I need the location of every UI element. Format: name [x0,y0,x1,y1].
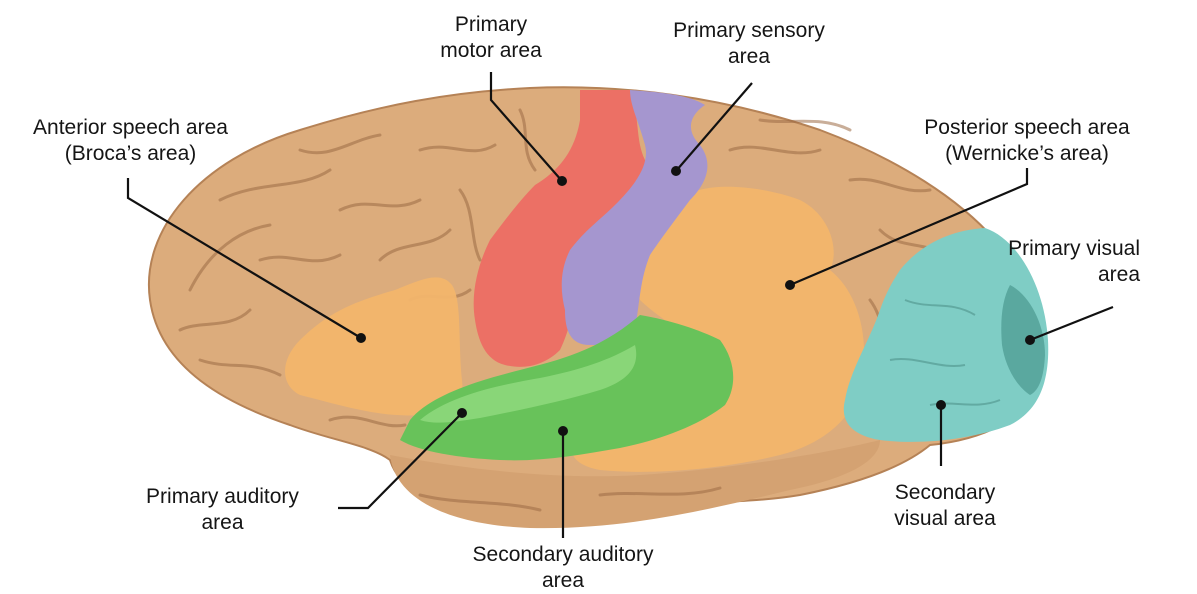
label-primary-sensory-line1: Primary sensory [644,18,854,44]
label-primary-sensory-line2: area [644,44,854,70]
label-primary-motor-line1: Primary [411,12,571,38]
label-secondary-visual-line2: visual area [870,506,1020,532]
dot-anterior-speech [356,333,366,343]
label-secondary-visual-line1: Secondary [870,480,1020,506]
label-posterior-speech-line2: (Wernicke’s area) [892,141,1162,167]
label-primary-motor-line2: motor area [411,38,571,64]
label-primary-visual: Primary visual area [990,236,1140,288]
label-anterior-speech: Anterior speech area (Broca’s area) [3,115,258,167]
label-secondary-auditory-line1: Secondary auditory [438,542,688,568]
dot-primary-sensory [671,166,681,176]
label-secondary-auditory-line2: area [438,568,688,594]
label-primary-visual-line2: area [990,262,1140,288]
dot-posterior-speech [785,280,795,290]
dot-primary-motor [557,176,567,186]
label-primary-auditory-line2: area [110,510,335,536]
label-anterior-speech-line2: (Broca’s area) [3,141,258,167]
dot-primary-auditory [457,408,467,418]
dot-secondary-auditory [558,426,568,436]
label-primary-visual-line1: Primary visual [990,236,1140,262]
label-anterior-speech-line1: Anterior speech area [3,115,258,141]
label-primary-auditory: Primary auditory area [110,484,335,536]
label-posterior-speech-line1: Posterior speech area [892,115,1162,141]
label-secondary-visual: Secondary visual area [870,480,1020,532]
label-posterior-speech: Posterior speech area (Wernicke’s area) [892,115,1162,167]
label-secondary-auditory: Secondary auditory area [438,542,688,594]
label-primary-auditory-line1: Primary auditory [110,484,335,510]
label-primary-sensory: Primary sensory area [644,18,854,70]
label-primary-motor: Primary motor area [411,12,571,64]
dot-secondary-visual [936,400,946,410]
dot-primary-visual [1025,335,1035,345]
